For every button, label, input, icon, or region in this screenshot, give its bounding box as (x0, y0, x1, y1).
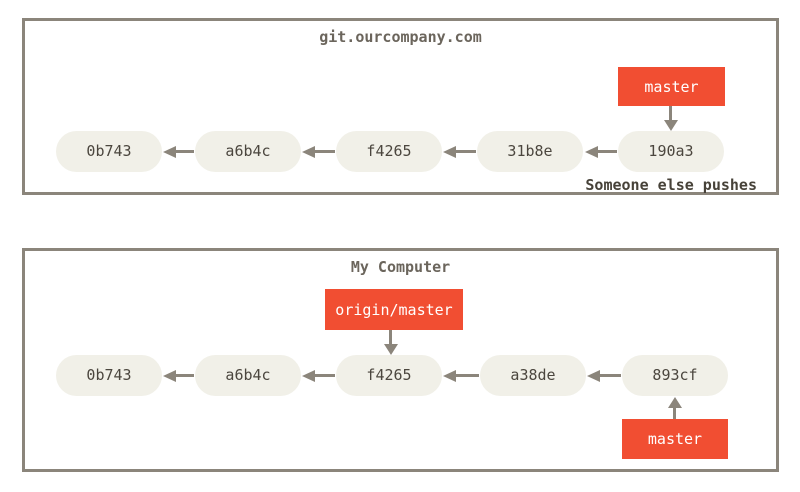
arrow-down-icon (384, 330, 398, 355)
arrow-left-icon (587, 370, 621, 382)
arrow-head (302, 146, 315, 158)
local-repo-box (22, 248, 779, 472)
remote-repo-title: git.ourcompany.com (319, 28, 482, 46)
arrow-head (585, 146, 598, 158)
arrow-line (389, 330, 392, 345)
arrow-head (587, 370, 600, 382)
arrow-head (163, 146, 176, 158)
arrow-line (313, 150, 335, 153)
remote-master-branch-tag: master (618, 67, 725, 106)
arrow-line (669, 106, 672, 121)
commit-node: a6b4c (195, 355, 301, 396)
arrow-left-icon (443, 370, 479, 382)
arrow-down-icon (664, 106, 678, 131)
commit-node: f4265 (336, 131, 442, 172)
arrow-up-icon (668, 397, 682, 419)
arrow-line (313, 374, 335, 377)
commit-node: 190a3 (618, 131, 724, 172)
local-repo-title: My Computer (350, 258, 451, 276)
arrow-head (443, 370, 456, 382)
commit-node: 0b743 (56, 131, 162, 172)
arrow-head (443, 146, 456, 158)
arrow-left-icon (302, 146, 335, 158)
arrow-head (163, 370, 176, 382)
remote-repo-box (22, 18, 779, 195)
origin-master-branch-tag: origin/master (325, 289, 463, 330)
commit-node: f4265 (336, 355, 442, 396)
arrow-line (454, 150, 476, 153)
commit-node: 31b8e (477, 131, 583, 172)
arrow-line (598, 374, 621, 377)
arrow-left-icon (585, 146, 617, 158)
arrow-left-icon (163, 146, 194, 158)
commit-node: 893cf (622, 355, 728, 396)
arrow-head (668, 397, 682, 408)
arrow-left-icon (302, 370, 335, 382)
arrow-line (596, 150, 617, 153)
arrow-line (673, 407, 676, 419)
arrow-head (664, 120, 678, 131)
arrow-left-icon (443, 146, 476, 158)
arrow-line (454, 374, 479, 377)
arrow-line (174, 374, 194, 377)
arrow-head (302, 370, 315, 382)
commit-node: a38de (480, 355, 586, 396)
commit-node: 0b743 (56, 355, 162, 396)
remote-caption: Someone else pushes (585, 176, 757, 194)
commit-node: a6b4c (195, 131, 301, 172)
arrow-line (174, 150, 194, 153)
arrow-head (384, 344, 398, 355)
arrow-left-icon (163, 370, 194, 382)
local-master-branch-tag: master (622, 419, 728, 459)
